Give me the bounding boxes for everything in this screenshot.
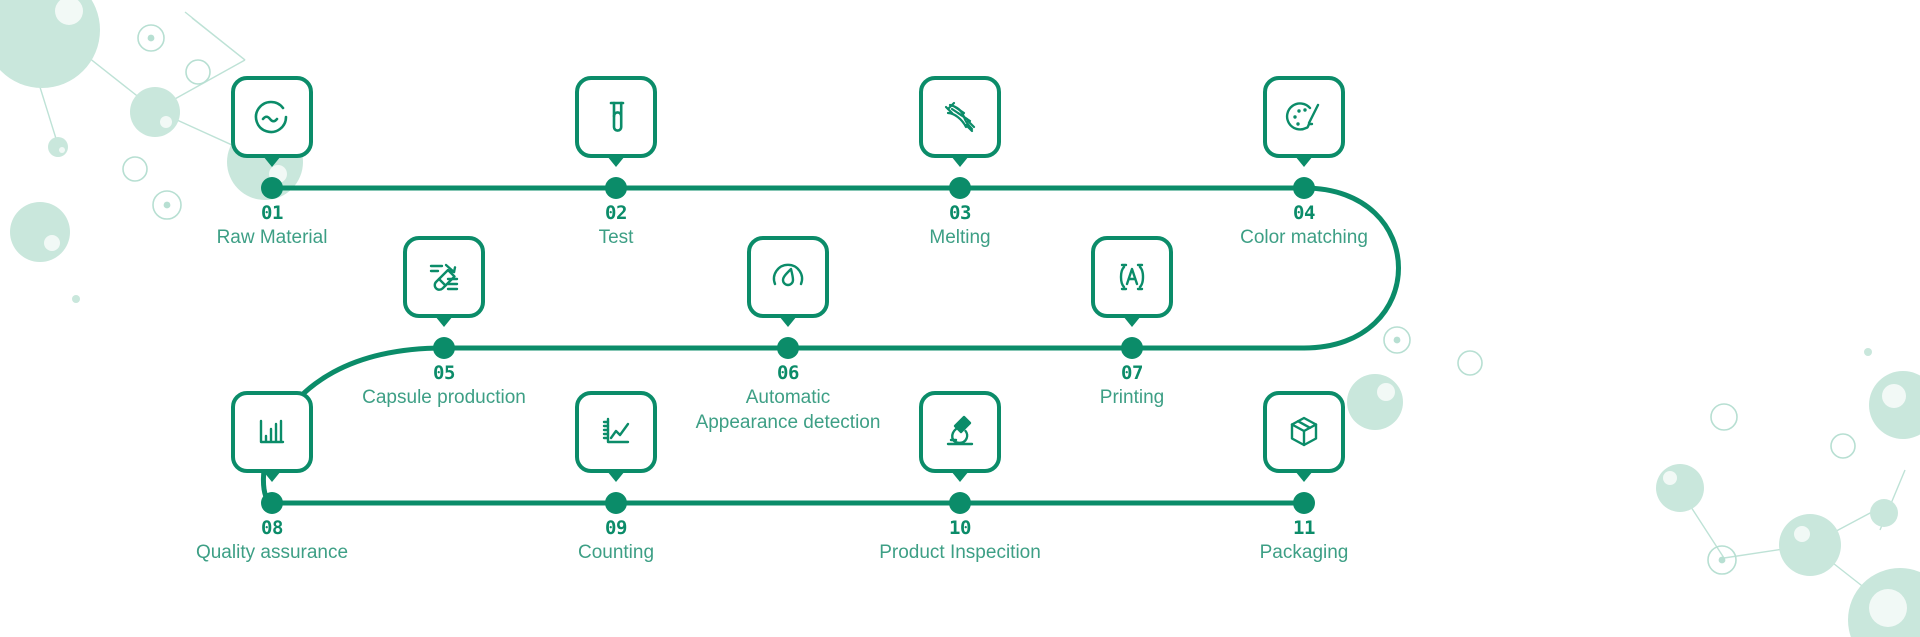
package-box-icon [1282, 410, 1326, 454]
step-caption-06: Automatic [745, 387, 831, 408]
dna-helix-icon [938, 95, 982, 139]
card-pointer [779, 316, 797, 327]
card-pointer [951, 471, 969, 482]
card-pointer [263, 156, 281, 167]
step-label-group-02: 02 Test [599, 202, 634, 249]
step-label-group-05: 05 Capsule production [362, 362, 526, 409]
step-number-09: 09 [605, 517, 627, 539]
step-number-01: 01 [261, 202, 283, 224]
step-icon-card-06[interactable] [747, 236, 829, 327]
capsule-face-icon [250, 95, 294, 139]
step-icon-card-03[interactable] [919, 76, 1001, 167]
step-icon-card-07[interactable] [1091, 236, 1173, 327]
step-icon-card-02[interactable] [575, 76, 657, 167]
step-label-group-11: 11 Packaging [1260, 517, 1349, 564]
step-label-group-06: 06 Automatic Appearance detection [696, 362, 881, 434]
step-caption-04: Color matching [1240, 227, 1368, 248]
step-caption-09: Counting [577, 542, 655, 563]
card-pointer [1123, 316, 1141, 327]
step-icon-card-10[interactable] [919, 391, 1001, 482]
step-number-08: 08 [261, 517, 283, 539]
paint-palette-icon [1282, 95, 1326, 139]
step-label-group-04: 04 Color matching [1240, 202, 1368, 249]
step-number-02: 02 [605, 202, 627, 224]
card-pointer [1295, 471, 1313, 482]
step-icon-card-01[interactable] [231, 76, 313, 167]
step-number-03: 03 [949, 202, 971, 224]
step-dot-02[interactable] [605, 177, 627, 199]
card-pointer [263, 471, 281, 482]
step-caption-01: Raw Material [216, 227, 328, 248]
step-dot-09[interactable] [605, 492, 627, 514]
step-icon-card-05[interactable] [403, 236, 485, 327]
card-pointer [951, 156, 969, 167]
step-dot-06[interactable] [777, 337, 799, 359]
card-pointer [1295, 156, 1313, 167]
step-dot-05[interactable] [433, 337, 455, 359]
step-number-10: 10 [949, 517, 971, 539]
step-caption-03: Melting [929, 227, 991, 248]
step-dot-03[interactable] [949, 177, 971, 199]
step-label-group-03: 03 Melting [929, 202, 990, 249]
step-icon-card-11[interactable] [1263, 391, 1345, 482]
step-dot-04[interactable] [1293, 177, 1315, 199]
step-dot-08[interactable] [261, 492, 283, 514]
step-caption-05: Capsule production [362, 387, 526, 408]
step-caption-11: Packaging [1259, 542, 1349, 563]
step-number-04: 04 [1293, 202, 1315, 224]
step-caption-02: Test [598, 227, 634, 248]
step-number-07: 07 [1121, 362, 1143, 384]
step-label-group-01: 01 Raw Material [217, 202, 328, 249]
step-caption-08: Quality assurance [195, 542, 349, 563]
step-icon-card-09[interactable] [575, 391, 657, 482]
step-label-group-09: 09 Counting [578, 517, 654, 564]
step-number-11: 11 [1293, 517, 1315, 539]
step-caption-06-line2: Appearance detection [695, 412, 881, 433]
gauge-icon [766, 255, 810, 299]
test-tube-icon [594, 95, 638, 139]
step-dot-01[interactable] [261, 177, 283, 199]
microscope-icon [938, 410, 982, 454]
step-label-group-10: 10 Product Inspecition [879, 517, 1041, 564]
step-caption-07: Printing [1099, 387, 1165, 408]
step-number-05: 05 [433, 362, 455, 384]
card-pointer [607, 471, 625, 482]
capsule-filling-icon [422, 255, 466, 299]
step-icon-card-04[interactable] [1263, 76, 1345, 167]
step-dot-11[interactable] [1293, 492, 1315, 514]
step-dot-07[interactable] [1121, 337, 1143, 359]
card-pointer [435, 316, 453, 327]
card-pointer [607, 156, 625, 167]
step-number-06: 06 [777, 362, 799, 384]
step-label-group-08: 08 Quality assurance [196, 517, 348, 564]
letter-a-brackets-icon [1110, 255, 1154, 299]
bar-chart-icon [250, 410, 294, 454]
step-dot-10[interactable] [949, 492, 971, 514]
step-icon-card-08[interactable] [231, 391, 313, 482]
step-label-group-07: 07 Printing [1100, 362, 1164, 409]
step-caption-10: Product Inspecition [879, 542, 1041, 563]
line-chart-icon [594, 410, 638, 454]
